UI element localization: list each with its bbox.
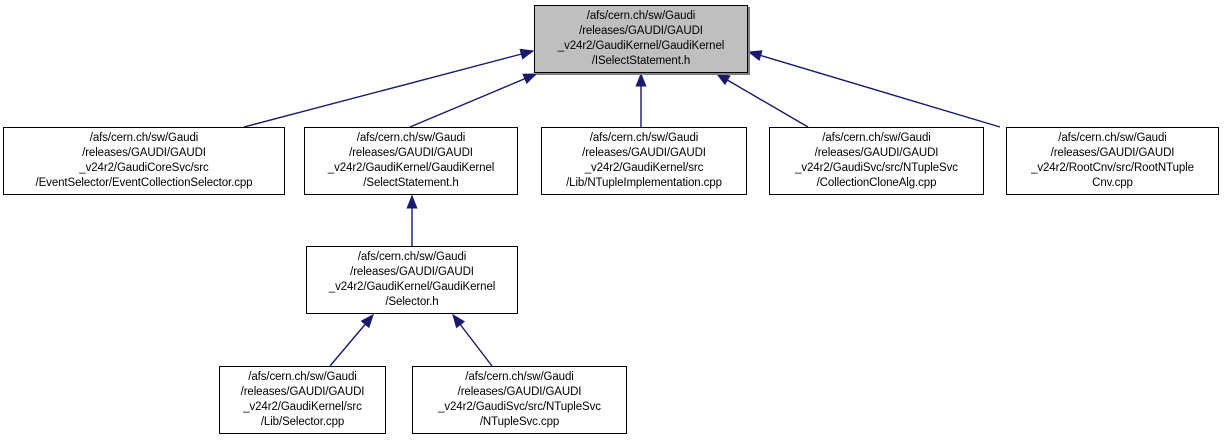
graph-node-label: /afs/cern.ch/sw/Gaudi /releases/GAUDI/GA… bbox=[328, 251, 496, 308]
edge-eventcollectionselector-to-root bbox=[243, 48, 535, 128]
edge-selectstatement-to-root bbox=[409, 73, 538, 128]
edges-group bbox=[243, 48, 1001, 367]
graph-node-collectionclonealg-cpp[interactable]: /afs/cern.ch/sw/Gaudi /releases/GAUDI/GA… bbox=[769, 127, 984, 195]
graph-node-label: /afs/cern.ch/sw/Gaudi /releases/GAUDI/GA… bbox=[557, 10, 725, 67]
graph-node-label: /afs/cern.ch/sw/Gaudi /releases/GAUDI/GA… bbox=[795, 132, 958, 189]
graph-node-label: /afs/cern.ch/sw/Gaudi /releases/GAUDI/GA… bbox=[438, 371, 601, 428]
graph-node-selector-cpp[interactable]: /afs/cern.ch/sw/Gaudi /releases/GAUDI/GA… bbox=[219, 366, 386, 434]
graph-node-label: /afs/cern.ch/sw/Gaudi /releases/GAUDI/GA… bbox=[566, 132, 722, 189]
graph-node-label: /afs/cern.ch/sw/Gaudi /releases/GAUDI/GA… bbox=[35, 132, 253, 189]
graph-node-ntuplesvc-cpp[interactable]: /afs/cern.ch/sw/Gaudi /releases/GAUDI/GA… bbox=[412, 366, 627, 434]
edge-collectionclonealg-to-root bbox=[715, 73, 809, 128]
graph-node-label: /afs/cern.ch/sw/Gaudi /releases/GAUDI/GA… bbox=[327, 132, 495, 189]
graph-node-label: /afs/cern.ch/sw/Gaudi /releases/GAUDI/GA… bbox=[240, 371, 365, 428]
edge-ntuplesvccpp-to-selector bbox=[452, 313, 493, 367]
graph-node-selectstatement-h[interactable]: /afs/cern.ch/sw/Gaudi /releases/GAUDI/GA… bbox=[304, 127, 518, 195]
graph-node-rootntuplecnv-cpp[interactable]: /afs/cern.ch/sw/Gaudi /releases/GAUDI/GA… bbox=[1006, 127, 1219, 195]
graph-node-eventcollectionselector-cpp[interactable]: /afs/cern.ch/sw/Gaudi /releases/GAUDI/GA… bbox=[3, 127, 285, 195]
graph-node-iselectstatement-h[interactable]: /afs/cern.ch/sw/Gaudi /releases/GAUDI/GA… bbox=[534, 5, 748, 73]
graph-node-selector-h[interactable]: /afs/cern.ch/sw/Gaudi /releases/GAUDI/GA… bbox=[306, 246, 518, 314]
edge-rootntuplecnv-to-root bbox=[747, 50, 1001, 128]
edge-selectorcpp-to-selector bbox=[329, 313, 374, 367]
graph-node-ntupleimplementation-cpp[interactable]: /afs/cern.ch/sw/Gaudi /releases/GAUDI/GA… bbox=[541, 127, 747, 195]
graph-node-label: /afs/cern.ch/sw/Gaudi /releases/GAUDI/GA… bbox=[1031, 132, 1194, 189]
